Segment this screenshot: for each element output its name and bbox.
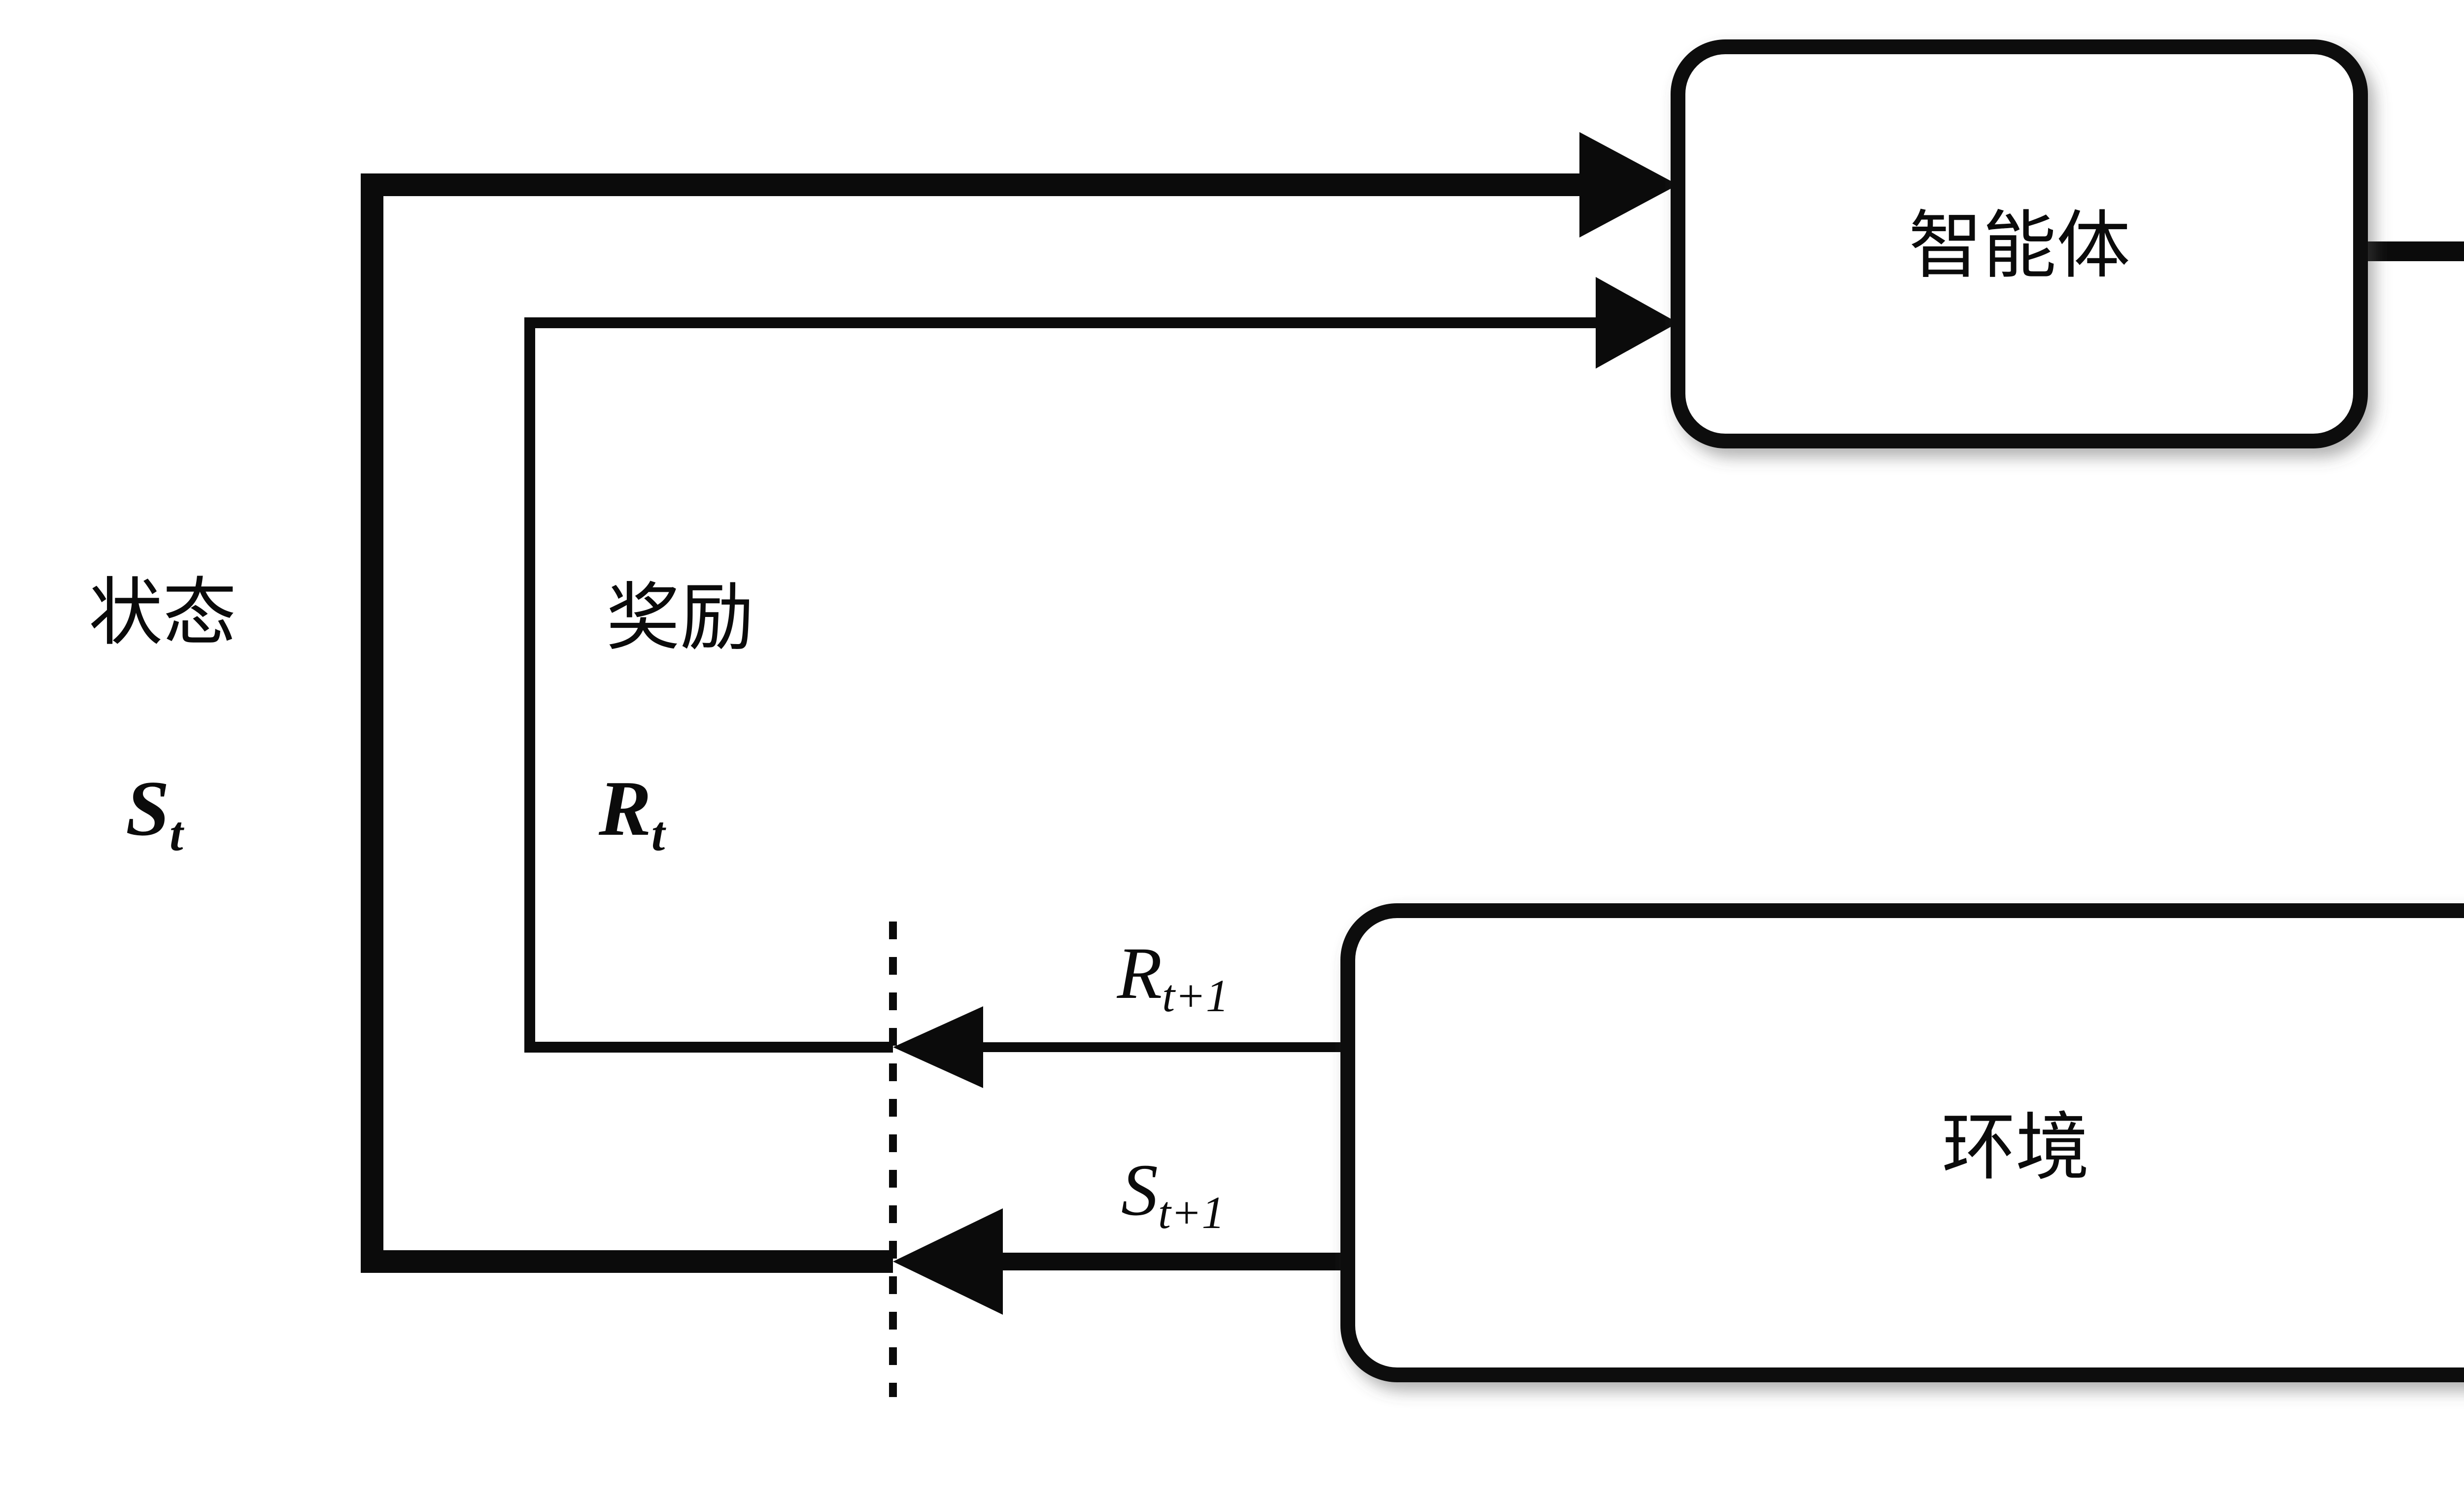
agent-node-label: 智能体 bbox=[1909, 205, 2130, 287]
reward-next-label: Rt+1 bbox=[1117, 932, 1229, 1022]
edge-state-feedback bbox=[361, 132, 1678, 1273]
reward-label-cjk: 奖励 bbox=[606, 578, 754, 659]
arrowhead-reward-next bbox=[893, 1006, 983, 1088]
edge-reward-next bbox=[893, 1006, 1348, 1088]
arrowhead-state-to-agent bbox=[1579, 132, 1678, 238]
arrowhead-reward-to-agent bbox=[1596, 277, 1678, 369]
arrowhead-state-next bbox=[893, 1208, 1003, 1315]
edge-state-next bbox=[893, 1208, 1348, 1315]
agent-node[interactable]: 智能体 bbox=[1671, 39, 2368, 448]
environment-node-label: 环境 bbox=[1942, 1107, 2089, 1189]
edge-reward-feedback bbox=[524, 277, 1678, 1053]
reward-symbol: Rt bbox=[598, 764, 667, 861]
state-label-cjk: 状态 bbox=[89, 573, 237, 654]
state-symbol: St bbox=[126, 764, 185, 861]
environment-node[interactable]: 环境 bbox=[1340, 903, 2464, 1382]
state-next-label: St+1 bbox=[1121, 1149, 1225, 1238]
